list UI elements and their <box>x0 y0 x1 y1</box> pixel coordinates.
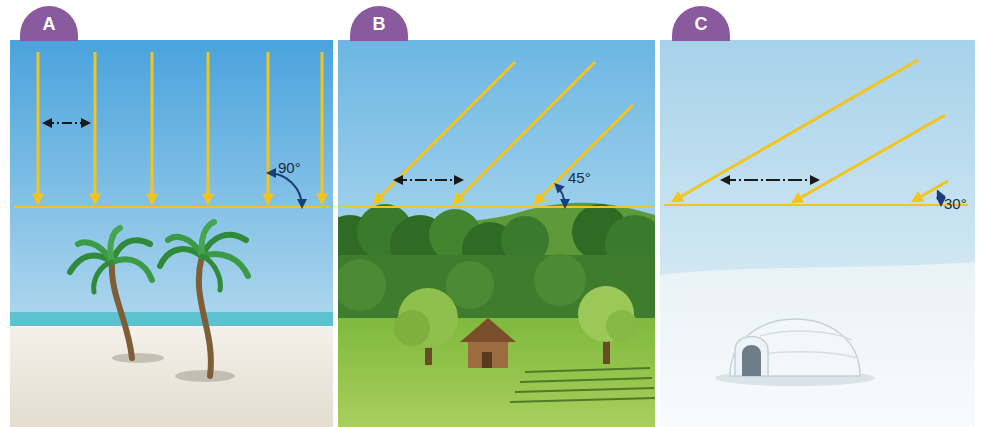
palm-tree <box>160 222 248 382</box>
sun-ray-part <box>913 181 948 201</box>
sun-ray-part <box>454 62 595 203</box>
igloo-part <box>735 337 768 377</box>
panel-tab: A <box>20 6 78 41</box>
crop-rows-part <box>515 388 654 392</box>
panel-tropical-part <box>10 40 333 427</box>
spacing-arrow <box>395 179 462 181</box>
sun-ray-part <box>151 52 154 203</box>
spacing-arrow <box>44 122 89 124</box>
angle-arc <box>938 191 941 205</box>
panel-tropical <box>10 40 333 427</box>
forest-part <box>534 254 586 306</box>
tree-part <box>394 310 430 346</box>
crop-rows <box>510 368 655 402</box>
hut-part <box>460 318 516 342</box>
igloo-part <box>730 319 860 376</box>
tree <box>578 286 638 364</box>
angle-arc <box>556 184 565 207</box>
panel-letter: C <box>695 15 708 33</box>
forest-part <box>338 259 386 311</box>
palm-tree-part <box>110 228 120 262</box>
palm-tree-part <box>202 256 220 290</box>
palm-tree-part <box>78 242 112 262</box>
palm-tree-part <box>112 259 152 280</box>
horizon-line <box>14 206 330 208</box>
horizon-line <box>664 204 968 206</box>
angle-value: 30° <box>944 196 967 211</box>
palm-tree-part <box>112 353 164 363</box>
hut-part <box>482 352 492 368</box>
igloo-part <box>760 331 852 340</box>
palm-tree-part <box>160 249 202 266</box>
crop-rows-part <box>525 368 650 372</box>
igloo <box>715 319 875 386</box>
snow-field <box>660 262 975 427</box>
sun-ray-part <box>321 52 324 203</box>
spacing-arrow <box>722 179 818 181</box>
hut-part <box>468 340 508 368</box>
palm-tree-part <box>175 370 235 382</box>
sun-ray <box>38 52 322 203</box>
sun-ray-part <box>37 52 40 203</box>
panel-tropical-part <box>10 326 333 427</box>
crop-rows-part <box>520 378 652 382</box>
sun-ray-part <box>207 52 210 203</box>
palm-tree-part <box>94 262 112 292</box>
panel-temperate <box>338 40 655 427</box>
hut <box>460 318 516 368</box>
panel-polar-part <box>660 40 975 427</box>
palm-tree-part <box>168 237 202 256</box>
sun-ray-part <box>793 115 945 202</box>
panel-tab: B <box>350 6 408 41</box>
igloo-part <box>742 345 761 376</box>
sun-ray-part <box>535 105 633 203</box>
sun-ray-part <box>673 60 918 201</box>
panel-letter: B <box>373 15 386 33</box>
tree-part <box>606 310 638 342</box>
sun-ray-part <box>267 52 270 203</box>
panel-tab: C <box>672 6 730 41</box>
sun-ray-part <box>374 62 515 203</box>
palm-tree-part <box>112 262 132 358</box>
angle-arc <box>268 173 302 207</box>
panel-letter: A <box>43 15 56 33</box>
crop-rows-part <box>510 398 655 402</box>
angle-value: 90° <box>278 160 301 175</box>
tree <box>394 288 458 365</box>
sun-ray-part <box>94 52 97 203</box>
palm-tree-part <box>202 222 214 256</box>
palm-tree-part <box>199 256 211 376</box>
panel-polar <box>660 40 975 427</box>
sun-ray <box>673 60 948 202</box>
angle-value: 45° <box>568 170 591 185</box>
palm-tree <box>70 228 164 363</box>
horizon-line <box>342 206 652 208</box>
sun-ray <box>374 62 633 203</box>
